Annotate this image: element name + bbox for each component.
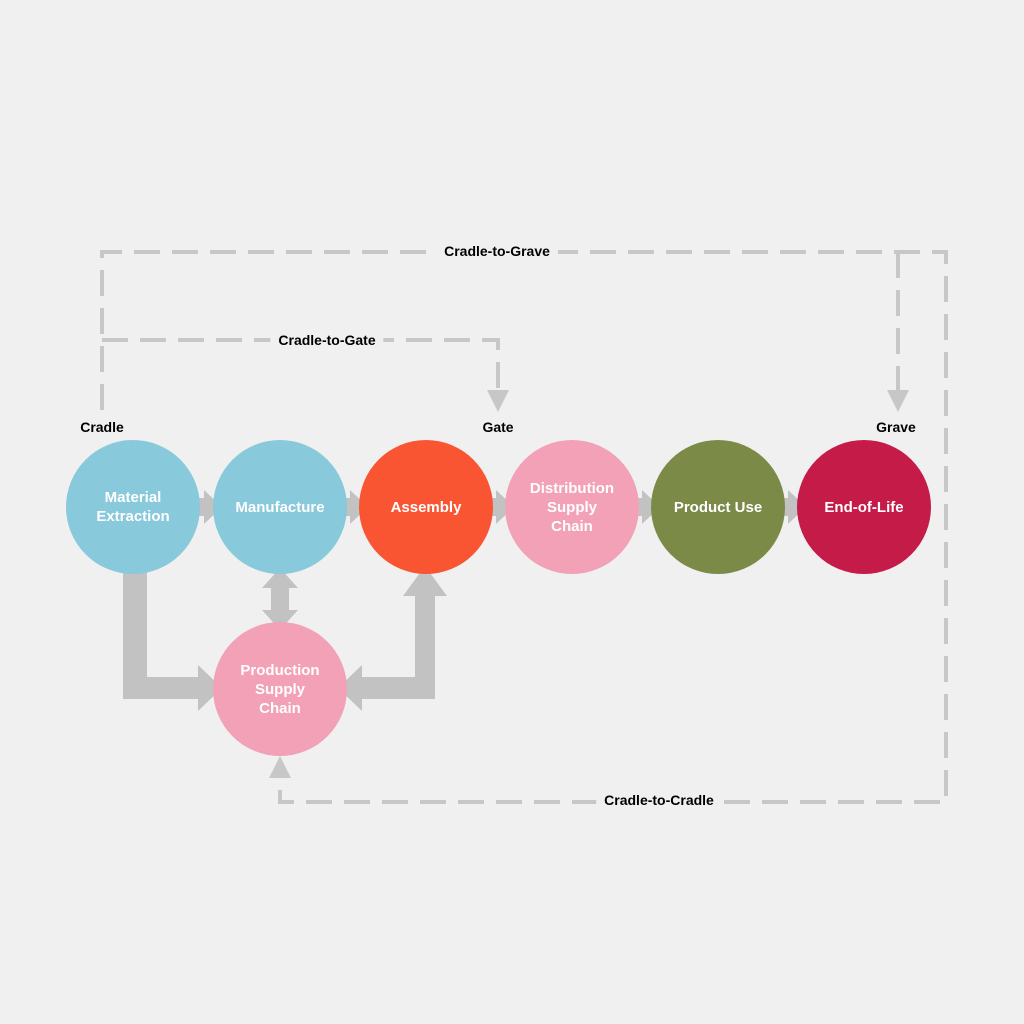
production-supply-chain-node[interactable]: Production Supply Chain	[213, 622, 347, 756]
cradle-to-gate-label: Cradle-to-Gate	[270, 332, 384, 348]
cradle-to-cradle-label: Cradle-to-Cradle	[596, 792, 722, 808]
end-of-life-node[interactable]: End-of-Life	[797, 440, 931, 574]
psc-return-arrowhead	[269, 756, 291, 778]
product-use-node[interactable]: Product Use	[651, 440, 785, 574]
gate-arrowhead	[487, 390, 509, 412]
assembly-to-psc-arrow	[338, 566, 447, 711]
grave-arrowhead	[887, 390, 909, 412]
cradle-label: Cradle	[80, 419, 124, 435]
distribution-supply-chain-node[interactable]: Distribution Supply Chain	[505, 440, 639, 574]
cradle-to-grave-line	[100, 250, 948, 804]
cradle-to-gate-line	[102, 338, 500, 392]
manufacture-node[interactable]: Manufacture	[213, 440, 347, 574]
extraction-to-psc-arrow	[123, 570, 222, 711]
cradle-to-grave-label: Cradle-to-Grave	[436, 243, 558, 259]
grave-label: Grave	[876, 419, 916, 435]
assembly-node[interactable]: Assembly	[359, 440, 493, 574]
material-extraction-node[interactable]: Material Extraction	[66, 440, 200, 574]
gate-label: Gate	[482, 419, 514, 435]
manufacture-psc-double-arrow	[262, 568, 298, 630]
